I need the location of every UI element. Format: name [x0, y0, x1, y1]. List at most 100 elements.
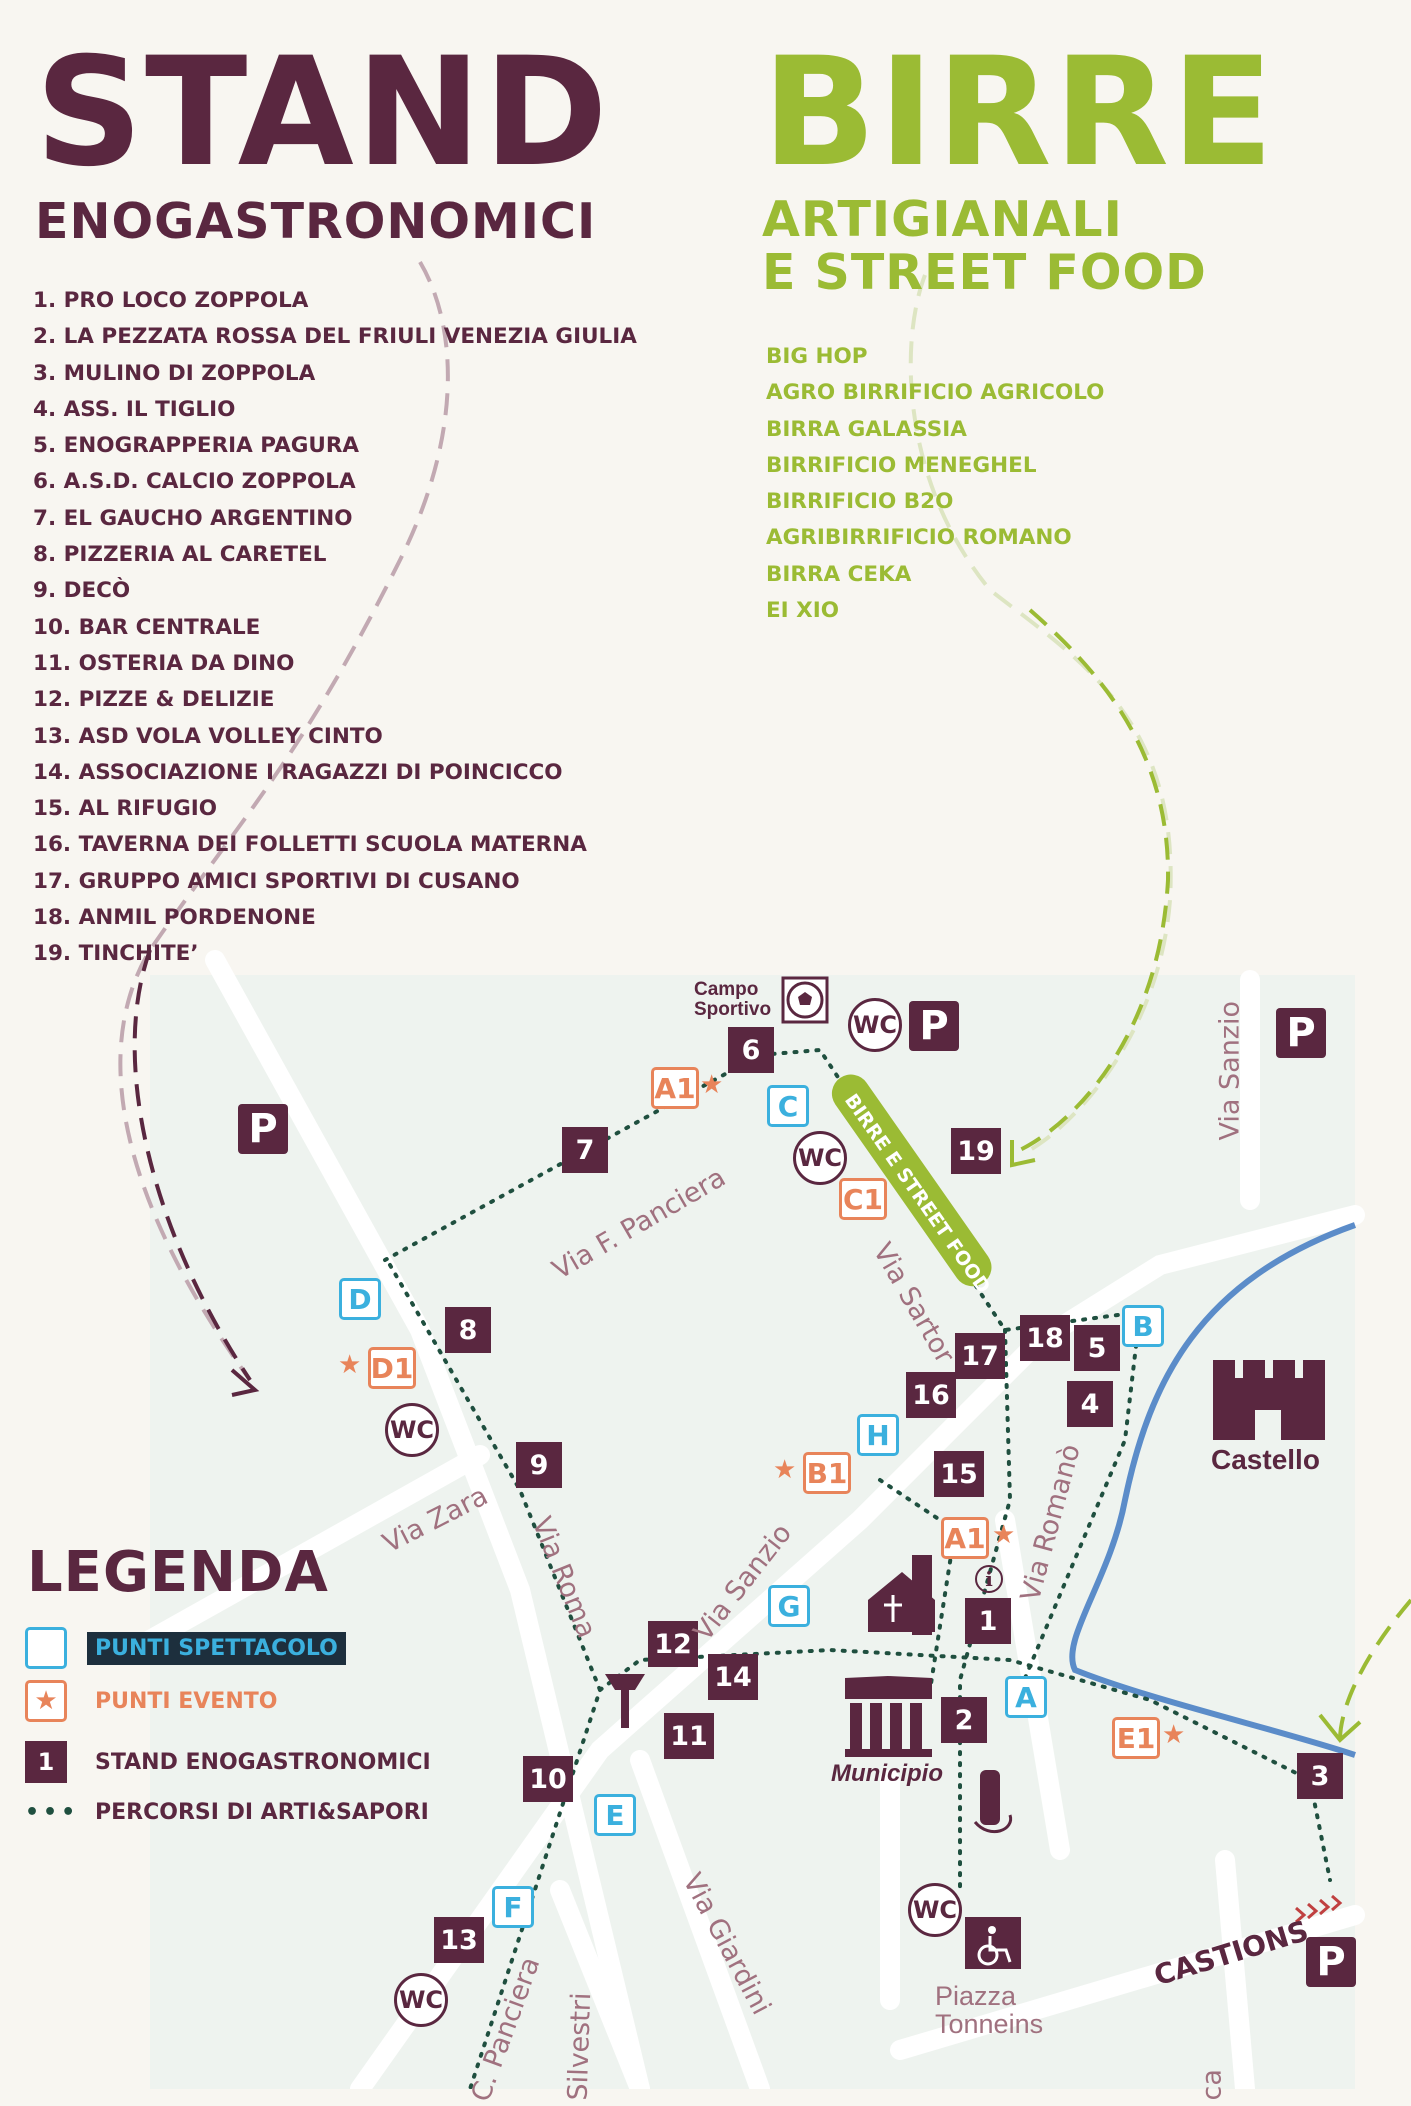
event-point-e1[interactable]: E1: [1112, 1717, 1160, 1759]
stand-item: 4. ASS. IL TIGLIO: [33, 396, 236, 422]
birre-subtitle-2: E STREET FOOD: [762, 244, 1207, 301]
stand-marker-6[interactable]: 6: [728, 1027, 774, 1073]
wc-icon[interactable]: WC: [793, 1131, 847, 1185]
stand-subtitle: ENOGASTRONOMICI: [35, 193, 597, 250]
street-via-sanzio-top: Via Sanzio: [1214, 1001, 1246, 1141]
stand-marker-17[interactable]: 17: [955, 1333, 1005, 1379]
wc-icon[interactable]: WC: [385, 1403, 439, 1457]
brewery-list: BIG HOP AGRO BIRRIFICIO AGRICOLO BIRRA G…: [766, 339, 1104, 629]
birre-curve: [1019, 608, 1171, 1152]
parking-icon[interactable]: P: [1306, 1937, 1356, 1987]
stand-marker-11[interactable]: 11: [664, 1713, 714, 1759]
wc-icon[interactable]: WC: [908, 1883, 962, 1937]
castions-curve: [1338, 1598, 1411, 1741]
stand-arrow-line: [132, 949, 252, 1382]
parking-icon[interactable]: P: [238, 1104, 288, 1154]
stand-item: 8. PIZZERIA AL CARETEL: [33, 542, 327, 568]
stand-item: 6. A.S.D. CALCIO ZOPPOLA: [33, 469, 356, 495]
show-point-b[interactable]: B: [1122, 1305, 1164, 1347]
show-point-a[interactable]: A: [1005, 1676, 1047, 1718]
castions-chevrons: [1295, 1894, 1343, 1924]
stand-marker-10[interactable]: 10: [523, 1756, 573, 1802]
beer-banner: [831, 1074, 992, 1287]
street-ca: ca: [1196, 2069, 1228, 2101]
brewery-item: BIG HOP: [766, 344, 868, 369]
municipio-label: Municipio: [831, 1760, 943, 1787]
stand-item: 9. DECÒ: [33, 578, 131, 604]
stand-marker-14[interactable]: 14: [708, 1654, 758, 1700]
wc-icon[interactable]: WC: [394, 1973, 448, 2027]
stand-marker-3[interactable]: 3: [1297, 1753, 1343, 1799]
stand-marker-9[interactable]: 9: [516, 1442, 562, 1488]
stand-item: 17. GRUPPO AMICI SPORTIVI DI CUSANO: [33, 868, 520, 894]
info-icon[interactable]: i: [975, 1565, 1003, 1593]
stand-marker-13[interactable]: 13: [434, 1917, 484, 1963]
legend-event-label: PUNTI EVENTO: [95, 1688, 278, 1714]
stand-marker-5[interactable]: 5: [1074, 1325, 1120, 1371]
piazza-tonneins-label: Piazza Tonneins: [935, 1982, 1043, 2038]
stand-item: 18. ANMIL PORDENONE: [33, 905, 316, 931]
brewery-item: BIRRIFICIO B2O: [766, 489, 954, 515]
castello-label: Castello: [1211, 1444, 1320, 1475]
show-point-icon: [25, 1627, 67, 1669]
star-icon: ★: [338, 1350, 362, 1380]
piazza-line-1: Piazza: [935, 1981, 1017, 2011]
stand-marker-2[interactable]: 2: [941, 1697, 987, 1743]
show-point-h[interactable]: H: [857, 1414, 899, 1456]
star-icon: ★: [773, 1455, 797, 1485]
municipio-icon: [845, 1676, 932, 1757]
stand-marker-7[interactable]: 7: [562, 1127, 608, 1173]
stand-arrow-head: [230, 1368, 260, 1397]
parking-icon[interactable]: P: [1276, 1008, 1326, 1058]
event-point-d1[interactable]: D1: [368, 1347, 416, 1389]
legend-route-label: PERCORSI DI ARTI&SAPORI: [95, 1800, 429, 1825]
campo-sportivo-label: Campo Sportivo: [694, 980, 771, 1020]
monument-icon: [973, 1770, 1013, 1834]
stand-marker-15[interactable]: 15: [934, 1451, 984, 1497]
show-point-g[interactable]: G: [768, 1585, 810, 1627]
stand-item: 7. EL GAUCHO ARGENTINO: [33, 505, 353, 531]
campo-line-2: Sportivo: [694, 999, 772, 1020]
brewery-item: AGRIBIRRIFICIO ROMANO: [766, 525, 1072, 551]
show-point-e[interactable]: E: [594, 1794, 636, 1836]
legend-route: ••• PERCORSI DI ARTI&SAPORI: [25, 1800, 429, 1825]
legend-title: LEGENDA: [27, 1540, 329, 1605]
brewery-item: AGRO BIRRIFICIO AGRICOLO: [766, 380, 1105, 406]
stand-item: 11. OSTERIA DA DINO: [33, 650, 295, 676]
fountain-icon: [605, 1674, 645, 1728]
stand-item: 10. BAR CENTRALE: [33, 614, 261, 640]
stand-marker-19[interactable]: 19: [951, 1128, 1001, 1174]
star-icon: ★: [992, 1520, 1016, 1550]
brewery-item: BIRRA CEKA: [766, 561, 912, 587]
stand-marker-1[interactable]: 1: [965, 1598, 1011, 1644]
show-point-d[interactable]: D: [339, 1278, 381, 1320]
stand-square-icon: 1: [25, 1741, 67, 1783]
event-point-b1[interactable]: B1: [803, 1452, 851, 1494]
football-icon: [781, 976, 829, 1024]
birre-title: BIRRE: [762, 26, 1276, 200]
stand-marker-16[interactable]: 16: [906, 1372, 956, 1418]
stand-item: 19. TINCHITE’: [33, 941, 199, 967]
legend-stand: 1 STAND ENOGASTRONOMICI: [25, 1741, 431, 1783]
event-point-icon: ★: [25, 1680, 67, 1722]
stand-marker-4[interactable]: 4: [1067, 1381, 1113, 1427]
stand-marker-12[interactable]: 12: [648, 1621, 698, 1667]
show-point-f[interactable]: F: [492, 1886, 534, 1928]
event-point-a1-top[interactable]: A1: [651, 1067, 699, 1109]
castions-arrow-head: [1318, 1713, 1362, 1743]
stand-marker-8[interactable]: 8: [445, 1307, 491, 1353]
stand-marker-18[interactable]: 18: [1020, 1315, 1070, 1361]
stand-item: 5. ENOGRAPPERIA PAGURA: [33, 433, 360, 459]
stand-item: 16. TAVERNA DEI FOLLETTI SCUOLA MATERNA: [33, 832, 587, 858]
event-point-a1[interactable]: A1: [941, 1517, 989, 1559]
accessibility-icon: [965, 1917, 1021, 1969]
legend-event-point: ★ PUNTI EVENTO: [25, 1680, 277, 1722]
parking-icon[interactable]: P: [909, 1001, 959, 1051]
show-point-c[interactable]: C: [767, 1085, 809, 1127]
event-point-c1[interactable]: C1: [839, 1178, 887, 1220]
brewery-item: BIRRIFICIO MENEGHEL: [766, 452, 1037, 478]
wc-icon[interactable]: WC: [848, 998, 902, 1052]
street-silvestri: Silvestri: [562, 1992, 598, 2102]
stand-list: 1. PRO LOCO ZOPPOLA 2. LA PEZZATA ROSSA …: [33, 283, 637, 973]
church-icon: [868, 1555, 935, 1635]
